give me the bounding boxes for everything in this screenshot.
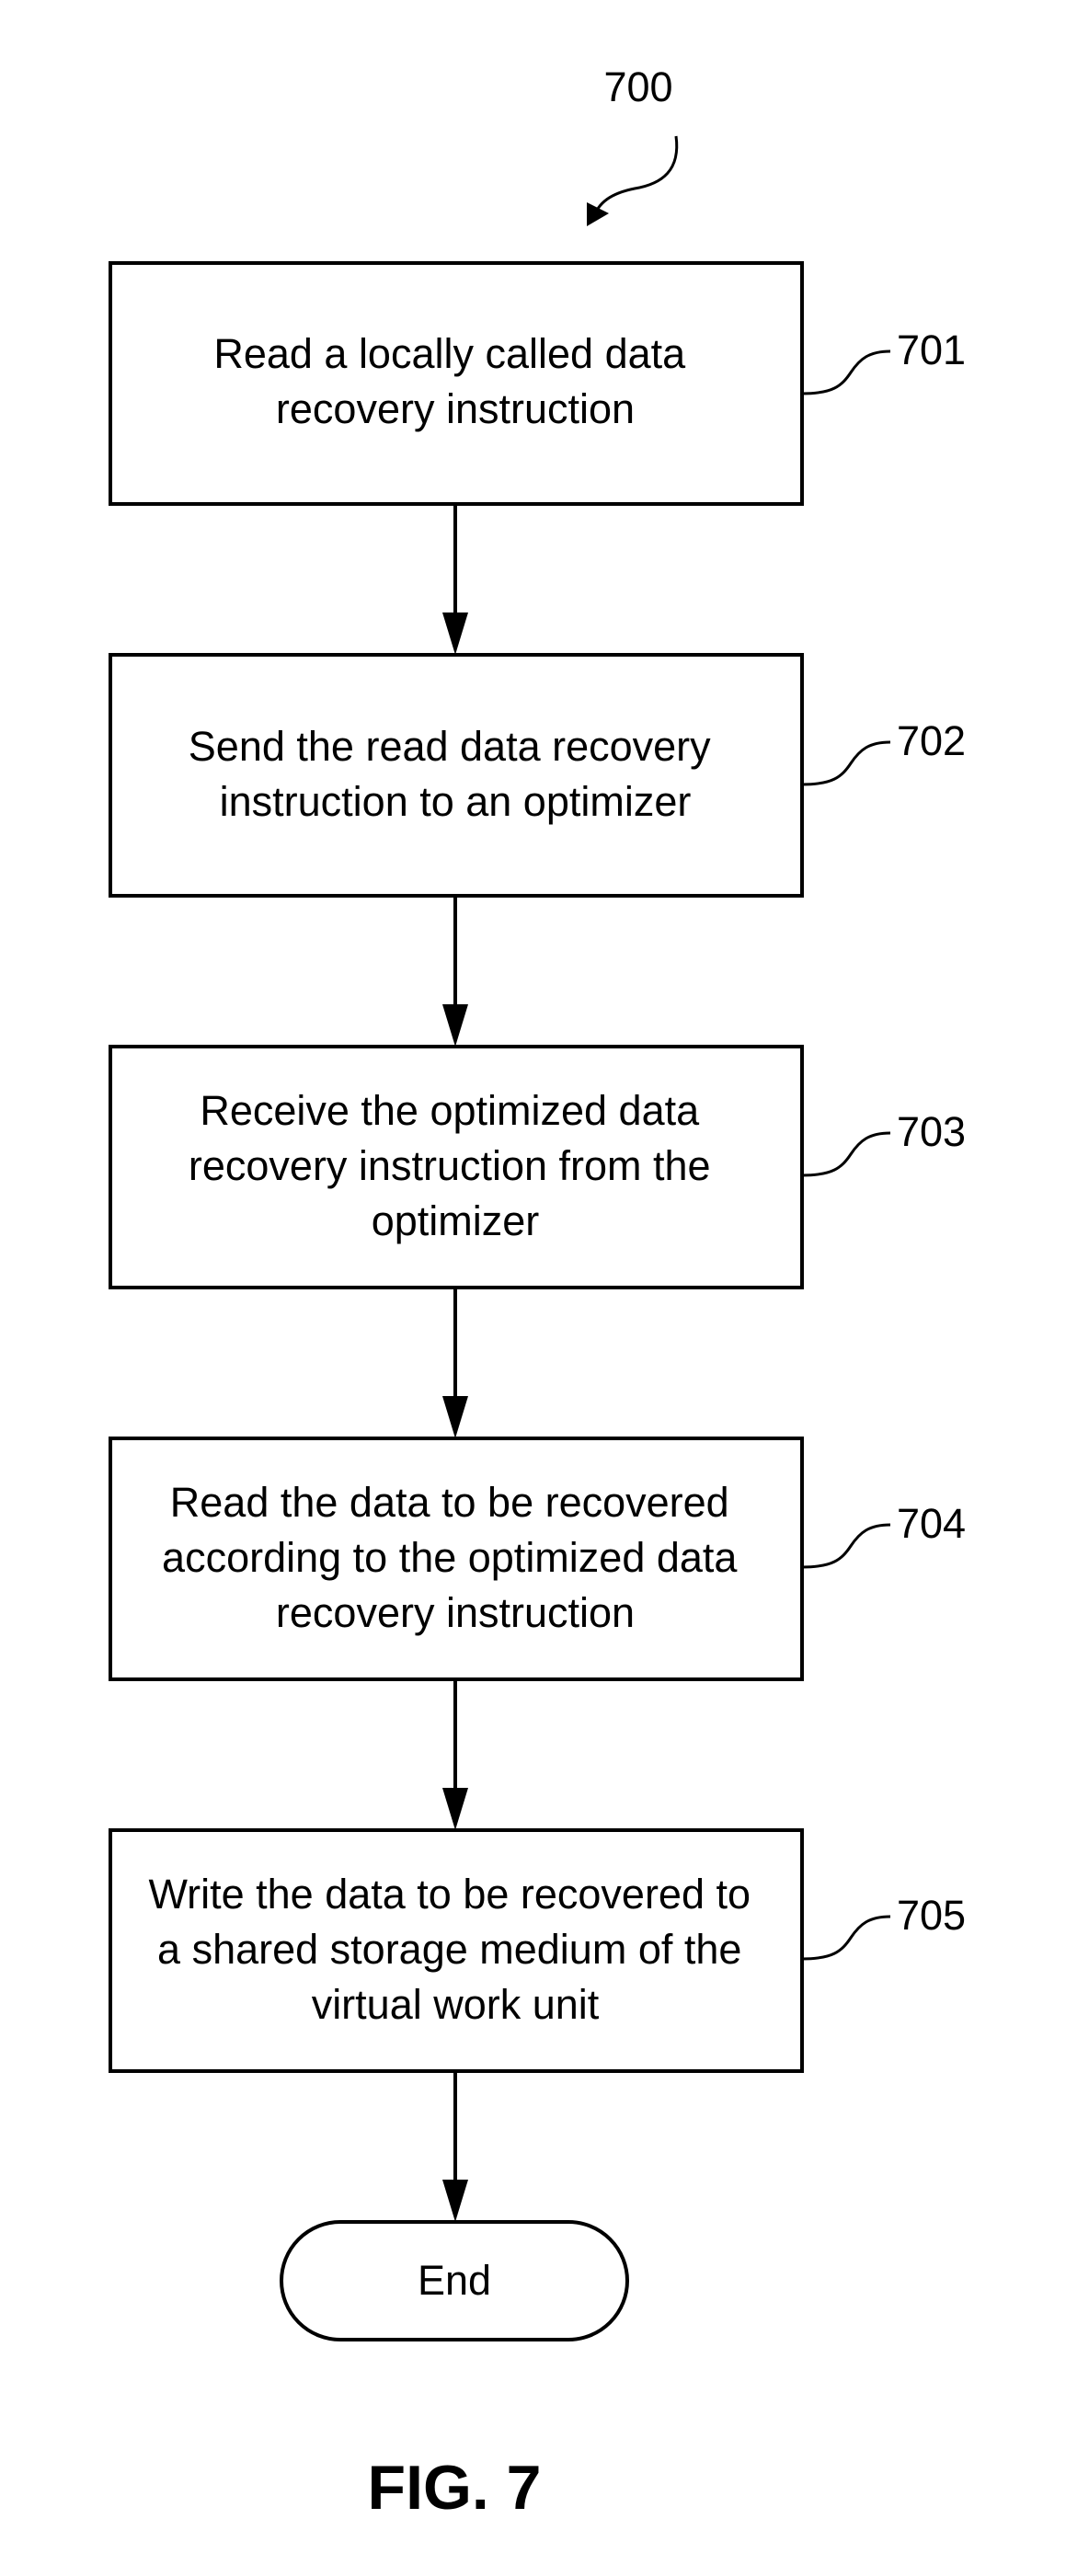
step-705-line-3: virtual work unit — [312, 1981, 600, 2028]
step-701-line-2: recovery instruction — [276, 385, 635, 432]
step-704-line-1: Read the data to be recovered — [170, 1479, 729, 1526]
step-703: Receive the optimized data recovery inst… — [110, 1047, 966, 1288]
step-702: Send the read data recovery instruction … — [110, 655, 966, 896]
figure-label: FIG. 7 — [368, 2453, 542, 2523]
figure-ref-arrowhead-icon — [587, 202, 609, 226]
arrowhead-705-end-icon — [442, 2180, 468, 2222]
step-704-line-3: recovery instruction — [276, 1589, 635, 1636]
step-701-line-1: Read a locally called data — [213, 330, 686, 377]
step-703-ref: 703 — [897, 1108, 966, 1155]
step-703-line-1: Receive the optimized data — [200, 1087, 700, 1134]
step-701-box — [110, 263, 802, 504]
step-705-leader — [802, 1917, 890, 1959]
step-702-box — [110, 655, 802, 896]
step-701-leader — [802, 351, 890, 394]
step-703-leader — [802, 1133, 890, 1175]
end-terminal-label: End — [418, 2257, 491, 2304]
step-702-ref: 702 — [897, 717, 966, 764]
step-704-leader — [802, 1525, 890, 1567]
figure-ref-number: 700 — [603, 63, 672, 110]
step-704: Read the data to be recovered according … — [110, 1438, 966, 1679]
step-704-ref: 704 — [897, 1500, 966, 1547]
arrowhead-701-702-icon — [442, 613, 468, 655]
step-704-line-2: according to the optimized data — [162, 1534, 738, 1581]
step-702-leader — [802, 742, 890, 784]
arrowhead-703-704-icon — [442, 1396, 468, 1438]
arrowhead-702-703-icon — [442, 1004, 468, 1047]
step-702-line-1: Send the read data recovery — [189, 723, 711, 770]
arrowhead-704-705-icon — [442, 1788, 468, 1830]
step-701: Read a locally called data recovery inst… — [110, 263, 966, 504]
step-702-line-2: instruction to an optimizer — [220, 778, 692, 825]
step-705-ref: 705 — [897, 1892, 966, 1939]
step-703-line-3: optimizer — [372, 1197, 540, 1244]
figure-ref-arrow — [593, 136, 677, 219]
step-703-line-2: recovery instruction from the — [189, 1142, 711, 1189]
step-701-ref: 701 — [897, 326, 966, 373]
step-705-line-1: Write the data to be recovered to — [148, 1871, 751, 1918]
step-705-line-2: a shared storage medium of the — [157, 1926, 741, 1973]
step-705: Write the data to be recovered to a shar… — [110, 1830, 966, 2071]
end-terminal: End — [281, 2222, 627, 2340]
